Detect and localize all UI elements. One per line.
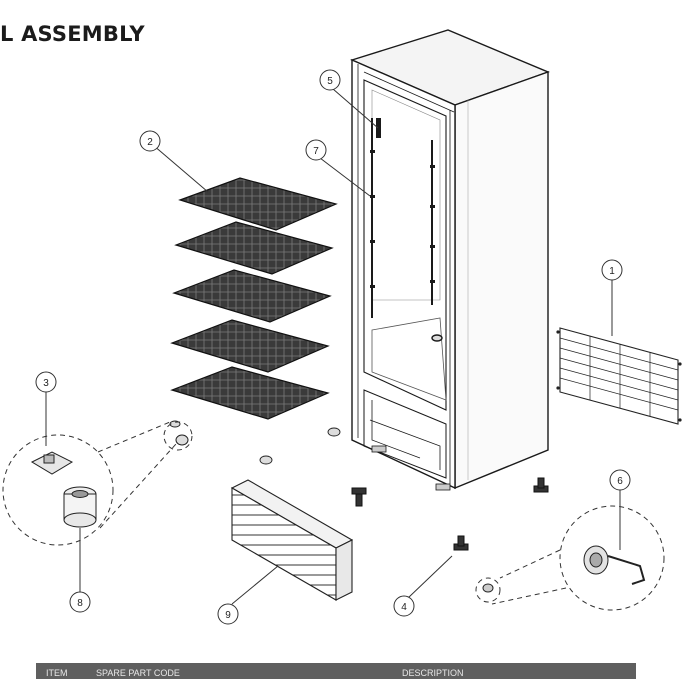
kick-plate (230, 479, 354, 601)
clip-and-cap-detail (30, 434, 189, 528)
shelf-clips (169, 420, 341, 465)
detail-circle-left (2, 421, 193, 546)
callout-7: 7 (305, 139, 327, 161)
callout-4-label: 4 (401, 602, 407, 613)
table-header-item: ITEM (46, 668, 68, 678)
callout-1-label: 1 (609, 266, 615, 277)
callout-9-label: 9 (225, 610, 231, 621)
callout-2: 2 (139, 130, 161, 152)
callout-6-label: 6 (617, 476, 623, 487)
callout-5: 5 (319, 69, 341, 91)
page-title: L ASSEMBLY (0, 22, 145, 46)
callout-8-label: 8 (77, 598, 83, 609)
exploded-diagram: 1 2 3 4 5 6 7 8 9 (2, 29, 682, 625)
callout-4: 4 (393, 595, 415, 617)
callout-1: 1 (601, 259, 623, 281)
callout-7-label: 7 (313, 146, 319, 157)
leveling-feet (351, 477, 549, 551)
callout-2-label: 2 (147, 137, 153, 148)
rear-grille (556, 327, 682, 425)
callout-5-label: 5 (327, 76, 333, 87)
detail-circle-right (475, 505, 665, 611)
wire-shelves (170, 177, 338, 420)
callout-8: 8 (69, 591, 91, 613)
callout-9: 9 (217, 603, 239, 625)
callout-3-label: 3 (43, 378, 49, 389)
leader-lines (45, 88, 621, 605)
table-header-spare-part-code: SPARE PART CODE (96, 668, 180, 678)
cabinet (350, 29, 550, 491)
callout-6: 6 (609, 469, 631, 491)
table-header-description: DESCRIPTION (402, 668, 464, 678)
lock-detail (482, 545, 646, 593)
callout-3: 3 (35, 371, 57, 393)
parts-table-header: ITEM SPARE PART CODE DESCRIPTION (36, 663, 636, 679)
